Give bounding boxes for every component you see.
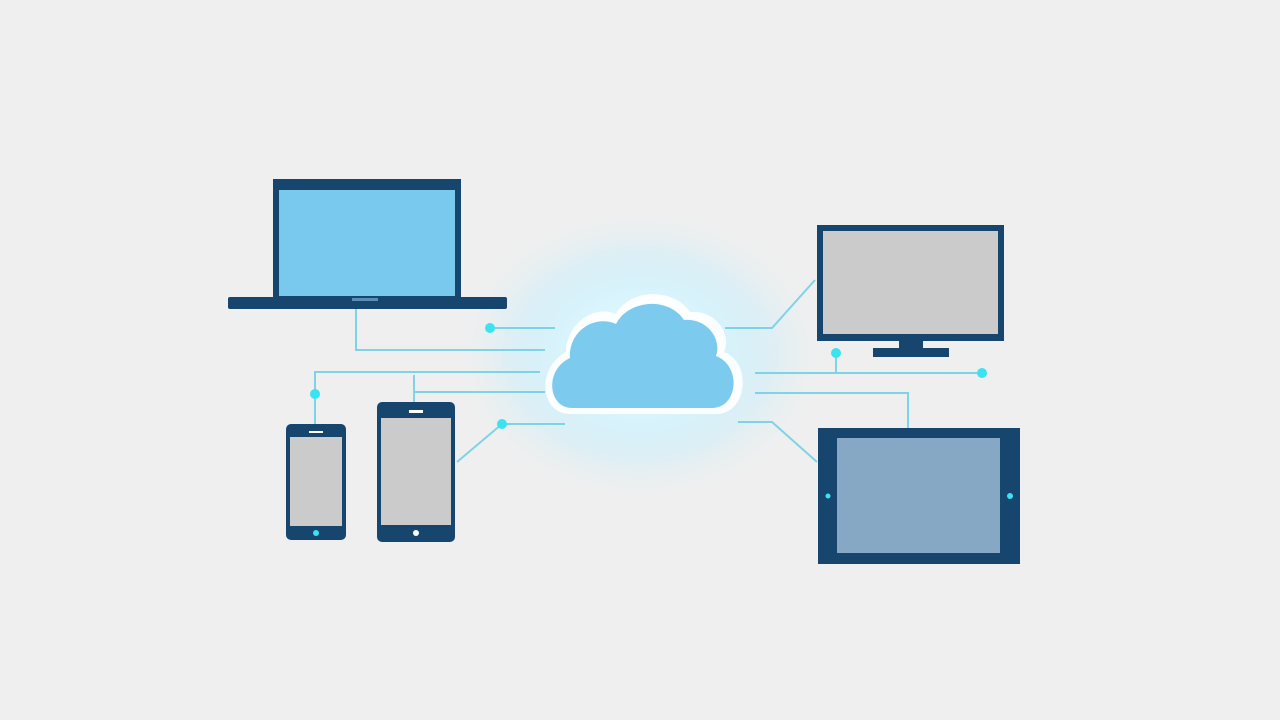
connector-node [485,323,495,333]
phone-small-screen [290,437,342,526]
connector-node [310,389,320,399]
monitor-icon [817,225,1004,357]
laptop-hinge [352,298,378,301]
connector-tablet [755,392,909,428]
connector-laptop [355,308,545,351]
phone-large-home-button [413,530,419,536]
connector-monitor [725,279,816,329]
laptop-base [228,297,507,309]
laptop-screen [279,190,455,296]
cloud-icon [545,294,743,414]
connector-nodes [310,323,987,429]
monitor-screen [823,231,998,334]
monitor-neck [899,341,923,349]
connector-node [977,368,987,378]
phone-large-speaker [409,410,423,413]
connector-node [831,348,841,358]
phone-small-home-button [313,530,319,536]
phone-small-speaker [309,431,323,433]
tablet-screen [837,438,1000,553]
laptop-icon [228,179,507,309]
connector-node [497,419,507,429]
tablet-icon [818,428,1020,564]
tablet-home-button [1007,493,1013,499]
smartphone-icon [377,402,455,542]
connectors [314,279,982,463]
smartphone-icon [286,424,346,540]
phone-large-screen [381,418,451,525]
tablet-camera [825,493,831,499]
connector-tablet-diag [738,421,818,463]
monitor-stand [873,348,949,357]
connector-phone-small [314,371,540,425]
